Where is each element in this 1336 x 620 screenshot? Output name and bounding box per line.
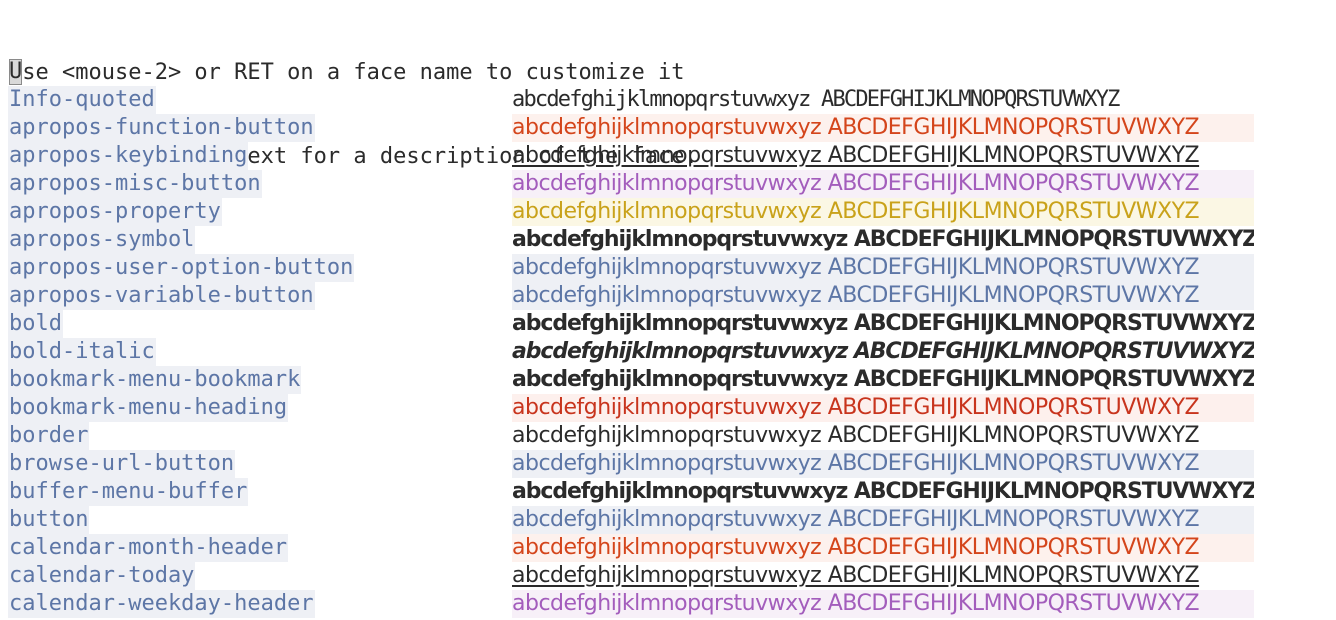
face-row-apropos-symbol: apropos-symbol abcdefghijklmnopqrstuvwxy… bbox=[0, 226, 1336, 254]
face-sample-text[interactable]: abcdefghijklmnopqrstuvwxyz ABCDEFGHIJKLM… bbox=[512, 198, 1254, 226]
face-row-calendar-month-header: calendar-month-header abcdefghijklmnopqr… bbox=[0, 534, 1336, 562]
face-sample-text[interactable]: abcdefghijklmnopqrstuvwxyz ABCDEFGHIJKLM… bbox=[512, 311, 1254, 336]
face-name-button[interactable]: buffer-menu-buffer bbox=[8, 478, 249, 506]
face-name-button[interactable]: apropos-function-button bbox=[8, 114, 315, 142]
face-sample-text[interactable]: abcdefghijklmnopqrstuvwxyz ABCDEFGHIJKLM… bbox=[512, 423, 1200, 448]
face-name-button[interactable]: border bbox=[8, 422, 90, 450]
face-row-apropos-function-button: apropos-function-button abcdefghijklmnop… bbox=[0, 114, 1336, 142]
face-row-info-quoted: Info-quoted abcdefghijklmnopqrstuvwxyz A… bbox=[0, 86, 1336, 114]
face-sample-text[interactable]: abcdefghijklmnopqrstuvwxyz ABCDEFGHIJKLM… bbox=[512, 339, 1254, 364]
face-sample-text[interactable]: abcdefghijklmnopqrstuvwxyz ABCDEFGHIJKLM… bbox=[512, 143, 1200, 168]
instruction-line-1-text: se <mouse-2> or RET on a face name to cu… bbox=[22, 60, 685, 85]
face-name-button[interactable]: bookmark-menu-bookmark bbox=[8, 366, 302, 394]
face-row-button: button abcdefghijklmnopqrstuvwxyz ABCDEF… bbox=[0, 506, 1336, 534]
face-sample-text[interactable]: abcdefghijklmnopqrstuvwxyz ABCDEFGHIJKLM… bbox=[512, 394, 1254, 422]
face-sample-text[interactable]: abcdefghijklmnopqrstuvwxyz ABCDEFGHIJKLM… bbox=[512, 534, 1254, 562]
face-name-button[interactable]: button bbox=[8, 506, 90, 534]
face-row-browse-url-button: browse-url-button abcdefghijklmnopqrstuv… bbox=[0, 450, 1336, 478]
face-sample-text[interactable]: abcdefghijklmnopqrstuvwxyz ABCDEFGHIJKLM… bbox=[512, 450, 1254, 478]
face-name-button[interactable]: bold bbox=[8, 310, 63, 338]
face-sample-text[interactable]: abcdefghijklmnopqrstuvwxyz ABCDEFGHIJKLM… bbox=[512, 87, 1120, 112]
face-sample-text[interactable]: abcdefghijklmnopqrstuvwxyz ABCDEFGHIJKLM… bbox=[512, 254, 1254, 282]
face-row-apropos-variable-button: apropos-variable-button abcdefghijklmnop… bbox=[0, 282, 1336, 310]
face-name-button[interactable]: apropos-misc-button bbox=[8, 170, 262, 198]
face-row-apropos-property: apropos-property abcdefghijklmnopqrstuvw… bbox=[0, 198, 1336, 226]
face-row-calendar-weekday-header: calendar-weekday-header abcdefghijklmnop… bbox=[0, 590, 1336, 618]
face-name-button[interactable]: calendar-today bbox=[8, 562, 196, 590]
face-sample-text[interactable]: abcdefghijklmnopqrstuvwxyz ABCDEFGHIJKLM… bbox=[512, 563, 1200, 588]
face-sample-text[interactable]: abcdefghijklmnopqrstuvwxyz ABCDEFGHIJKLM… bbox=[512, 590, 1254, 618]
face-name-button[interactable]: bold-italic bbox=[8, 338, 156, 366]
face-name-button[interactable]: Info-quoted bbox=[8, 86, 156, 114]
face-name-button[interactable]: apropos-user-option-button bbox=[8, 254, 355, 282]
face-sample-text[interactable]: abcdefghijklmnopqrstuvwxyz ABCDEFGHIJKLM… bbox=[512, 367, 1254, 392]
face-row-bold: bold abcdefghijklmnopqrstuvwxyz ABCDEFGH… bbox=[0, 310, 1336, 338]
face-row-border: border abcdefghijklmnopqrstuvwxyz ABCDEF… bbox=[0, 422, 1336, 450]
face-row-bookmark-menu-bookmark: bookmark-menu-bookmark abcdefghijklmnopq… bbox=[0, 366, 1336, 394]
face-sample-text[interactable]: abcdefghijklmnopqrstuvwxyz ABCDEFGHIJKLM… bbox=[512, 282, 1254, 310]
face-name-button[interactable]: bookmark-menu-heading bbox=[8, 394, 289, 422]
face-name-button[interactable]: apropos-symbol bbox=[8, 226, 196, 254]
face-row-apropos-keybinding: apropos-keybinding abcdefghijklmnopqrstu… bbox=[0, 142, 1336, 170]
face-sample-text[interactable]: abcdefghijklmnopqrstuvwxyz ABCDEFGHIJKLM… bbox=[512, 170, 1254, 198]
face-sample-text[interactable]: abcdefghijklmnopqrstuvwxyz ABCDEFGHIJKLM… bbox=[512, 479, 1254, 504]
face-name-button[interactable]: apropos-property bbox=[8, 198, 222, 226]
face-row-bookmark-menu-heading: bookmark-menu-heading abcdefghijklmnopqr… bbox=[0, 394, 1336, 422]
face-name-button[interactable]: browse-url-button bbox=[8, 450, 236, 478]
face-row-calendar-today: calendar-today abcdefghijklmnopqrstuvwxy… bbox=[0, 562, 1336, 590]
face-row-bold-italic: bold-italic abcdefghijklmnopqrstuvwxyz A… bbox=[0, 338, 1336, 366]
text-cursor: U bbox=[9, 59, 23, 85]
face-sample-text[interactable]: abcdefghijklmnopqrstuvwxyz ABCDEFGHIJKLM… bbox=[512, 227, 1254, 252]
face-row-apropos-misc-button: apropos-misc-button abcdefghijklmnopqrst… bbox=[0, 170, 1336, 198]
face-list: Info-quoted abcdefghijklmnopqrstuvwxyz A… bbox=[0, 86, 1336, 618]
face-sample-text[interactable]: abcdefghijklmnopqrstuvwxyz ABCDEFGHIJKLM… bbox=[512, 506, 1254, 534]
instruction-line-1: Use <mouse-2> or RET on a face name to c… bbox=[9, 59, 698, 87]
face-row-apropos-user-option-button: apropos-user-option-button abcdefghijklm… bbox=[0, 254, 1336, 282]
face-name-button[interactable]: calendar-month-header bbox=[8, 534, 289, 562]
face-name-button[interactable]: apropos-keybinding bbox=[8, 142, 249, 170]
face-row-buffer-menu-buffer: buffer-menu-buffer abcdefghijklmnopqrstu… bbox=[0, 478, 1336, 506]
face-name-button[interactable]: calendar-weekday-header bbox=[8, 590, 315, 618]
face-name-button[interactable]: apropos-variable-button bbox=[8, 282, 315, 310]
face-sample-text[interactable]: abcdefghijklmnopqrstuvwxyz ABCDEFGHIJKLM… bbox=[512, 114, 1254, 142]
